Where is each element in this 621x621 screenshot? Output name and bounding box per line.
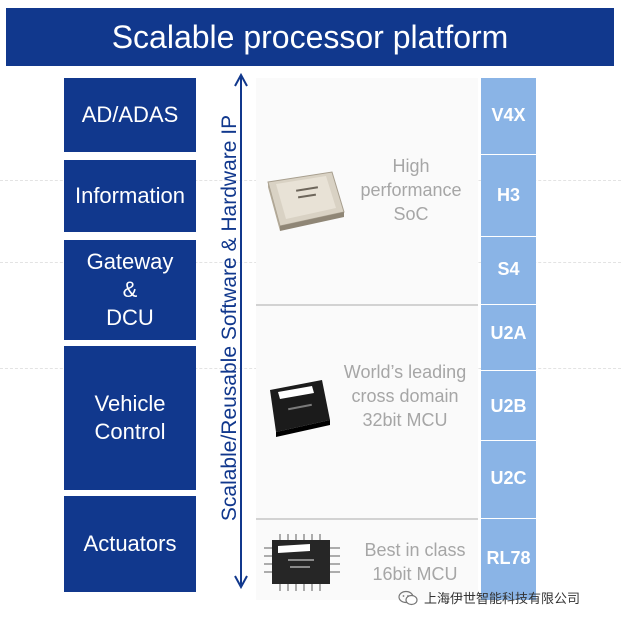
product-divider: [481, 304, 536, 305]
product-label-u2c: U2C: [490, 468, 527, 488]
double-arrow-icon: [234, 72, 248, 590]
tier-panel: [256, 78, 478, 600]
category-actuators: Actuators: [64, 496, 196, 592]
product-divider: [481, 370, 536, 371]
arrow-label: Scalable/Reusable Software & Hardware IP: [218, 114, 241, 522]
tier-description-32bit: World’s leading cross domain 32bit MCU: [343, 362, 467, 430]
16bit-mcu-chip-icon: [264, 534, 340, 591]
product-label-v4x: V4X: [491, 105, 526, 125]
product-label-u2b: U2B: [490, 396, 527, 416]
wechat-icon: [398, 590, 418, 605]
product-label-s4: S4: [497, 259, 520, 279]
product-label-rl78: RL78: [486, 548, 531, 568]
tier-divider: [256, 304, 478, 306]
32bit-mcu-chip-icon: [270, 380, 330, 437]
watermark: 上海伊世智能科技有限公司: [398, 588, 580, 607]
product-divider: [481, 236, 536, 237]
page-title: Scalable processor platform: [6, 8, 614, 66]
category-gateway-dcu: Gateway & DCU: [64, 240, 196, 340]
product-divider: [481, 440, 536, 441]
category-vehicle-control: Vehicle Control: [64, 346, 196, 490]
tier-description-soc: High performance SoC: [360, 156, 462, 224]
product-divider: [481, 154, 536, 155]
product-label-u2a: U2A: [490, 323, 527, 343]
product-divider: [481, 518, 536, 519]
tier-divider: [256, 518, 478, 520]
tier-description-16bit: Best in class 16bit MCU: [364, 540, 466, 584]
watermark-text: 上海伊世智能科技有限公司: [424, 591, 581, 606]
category-information: Information: [64, 160, 196, 232]
product-label-h3: H3: [496, 185, 520, 205]
soc-chip-icon: [267, 171, 345, 231]
product-column: [481, 78, 536, 600]
category-ad-adas: AD/ADAS: [64, 78, 196, 152]
